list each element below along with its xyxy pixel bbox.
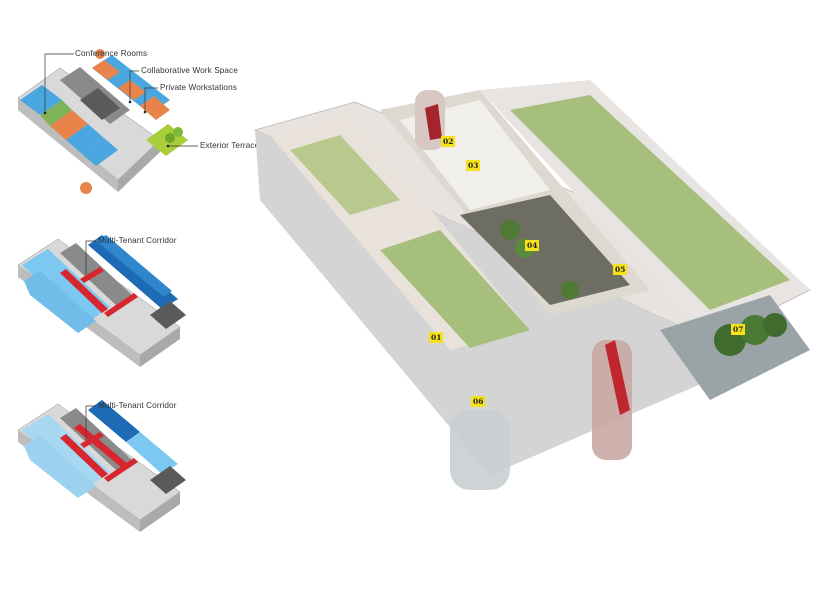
- building-cutaway-illustration: [253, 80, 812, 490]
- main-axonometric-rendering: 01 02 03 04 05 06 07: [250, 80, 837, 500]
- tag-01: 01: [429, 332, 444, 343]
- callout-collaborative-work-space: Collaborative Work Space: [141, 66, 238, 75]
- tag-05: 05: [613, 264, 628, 275]
- corridor-diagram-1: Multi-Tenant Corridor: [0, 225, 200, 375]
- tag-03: 03: [466, 160, 481, 171]
- callout-multi-tenant-corridor: Multi-Tenant Corridor: [98, 401, 177, 410]
- program-diagram: Conference Rooms Collaborative Work Spac…: [0, 40, 270, 210]
- program-axonometric-illustration: [17, 49, 198, 194]
- corridor-diagram-2: Multi-Tenant Corridor: [0, 390, 200, 532]
- callout-multi-tenant-corridor: Multi-Tenant Corridor: [98, 236, 177, 245]
- callout-conference-rooms: Conference Rooms: [75, 49, 148, 58]
- callout-private-workstations: Private Workstations: [160, 83, 237, 92]
- tag-06: 06: [471, 396, 486, 407]
- tag-02: 02: [441, 136, 456, 147]
- callout-exterior-terrace: Exterior Terrace: [200, 141, 260, 150]
- tag-07: 07: [731, 324, 746, 335]
- tag-04: 04: [525, 240, 540, 251]
- corridor-axonometric-illustration-2: [17, 400, 186, 532]
- corridor-axonometric-illustration: [17, 235, 186, 367]
